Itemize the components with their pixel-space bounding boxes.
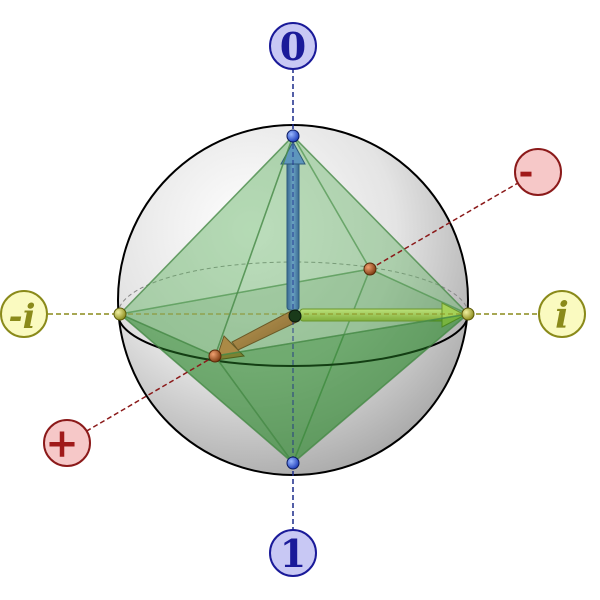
label-minus-i: -i xyxy=(8,297,35,337)
label-minus: - xyxy=(519,151,534,193)
label-i: i xyxy=(555,295,569,337)
octa-face-front-bottom-right xyxy=(213,312,471,465)
label-minus-badge: - xyxy=(514,148,562,196)
vertices xyxy=(113,129,475,470)
vertex-minus-i xyxy=(113,307,127,321)
origin xyxy=(288,309,302,323)
vertex-one xyxy=(286,456,300,470)
equator-front xyxy=(117,313,469,367)
x-axis-upper xyxy=(369,182,519,270)
label-one: 1 xyxy=(280,531,306,576)
x-axis-lower xyxy=(84,355,216,433)
label-plus: + xyxy=(45,420,79,467)
vertex-plus xyxy=(208,349,222,363)
axes xyxy=(48,68,540,530)
label-plus-badge: + xyxy=(43,419,91,467)
label-i-badge: i xyxy=(538,290,586,338)
label-one-badge: 1 xyxy=(269,529,317,577)
vertex-zero xyxy=(286,129,300,143)
label-zero-badge: 0 xyxy=(269,22,317,70)
octahedron-front xyxy=(118,134,471,465)
label-zero: 0 xyxy=(280,24,306,69)
vertex-minus xyxy=(363,262,377,276)
octahedron xyxy=(117,134,470,465)
y-arrow xyxy=(299,302,467,328)
vertex-i xyxy=(461,307,475,321)
label-minus-i-badge: -i xyxy=(0,290,48,338)
